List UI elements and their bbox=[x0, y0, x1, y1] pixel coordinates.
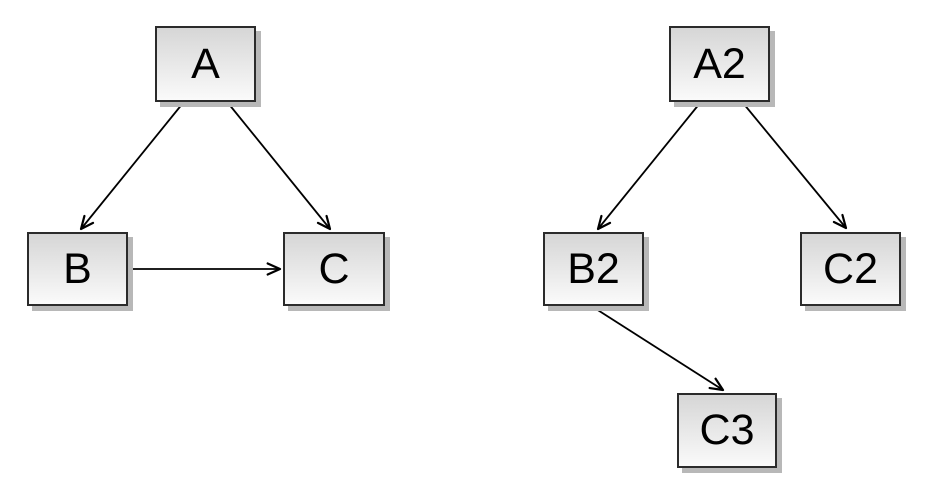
node-A: A bbox=[155, 26, 256, 102]
edge-A2-C2 bbox=[742, 102, 848, 230]
edge-A-B bbox=[79, 102, 184, 231]
edge-B2-C3 bbox=[592, 306, 725, 392]
node-C: C bbox=[283, 232, 385, 306]
node-C3: C3 bbox=[677, 393, 777, 468]
edge-A2-B2 bbox=[596, 102, 701, 231]
node-B: B bbox=[27, 232, 128, 306]
node-C2: C2 bbox=[800, 232, 901, 306]
edges-group bbox=[79, 102, 848, 392]
node-B2: B2 bbox=[543, 232, 644, 306]
edge-A-C bbox=[227, 102, 332, 231]
node-A2: A2 bbox=[669, 26, 770, 102]
